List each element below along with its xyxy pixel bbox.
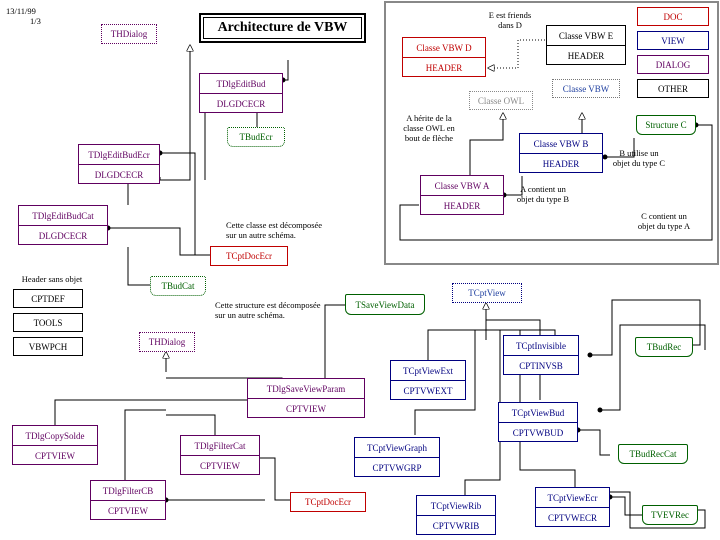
tdlgcopysolde-name: TDlgCopySolde	[13, 426, 97, 446]
legend-class-vbw-e-top: Classe VBW E	[547, 26, 625, 46]
tdlgcopysolde-box: TDlgCopySolde CPTVIEW	[12, 425, 98, 465]
tdlgeditbud-name: TDlgEditBud	[200, 74, 282, 94]
thdialog-top: THDialog	[101, 24, 157, 44]
tcptviewgraph-header: CPTVWGRP	[372, 462, 422, 473]
page-number: 1/3	[30, 16, 41, 26]
tcptviewext-header: CPTVWEXT	[403, 385, 453, 396]
tdlgfiltercat-name: TDlgFilterCat	[181, 436, 259, 456]
tcptviewext-box: TCptViewExt CPTVWEXT	[390, 360, 466, 400]
tdlgsaveviewparam-box: TDlgSaveViewParam CPTVIEW	[247, 378, 365, 418]
headers-title: Header sans objet	[21, 274, 83, 284]
legend-class-vbw-a: Classe VBW A HEADER	[420, 175, 504, 215]
legend-classe-vbw: Classe VBW	[552, 79, 620, 98]
tcptviewbud-header: CPTVWBUD	[512, 427, 564, 438]
tcptviewbud-name: TCptViewBud	[499, 403, 577, 423]
note-owl-l3: bout de flèche	[404, 133, 454, 143]
note-c-contains-l2: objet du type A	[637, 221, 691, 231]
tcptviewecr-name: TCptViewEcr	[536, 488, 609, 508]
tdlgcopysolde-header: CPTVIEW	[35, 450, 75, 461]
tdlgeditbud-box: TDlgEditBud DLGDCECR	[199, 73, 283, 113]
tcptdocecr-top: TCptDocEcr	[210, 246, 288, 266]
header-item-cptdef: CPTDEF	[13, 289, 83, 308]
tdlgsaveviewparam-header: CPTVIEW	[286, 403, 326, 414]
thdialog-bottom: THDialog	[139, 332, 195, 352]
legend-class-vbw-b-top: Classe VBW B	[520, 134, 602, 154]
tdlgfiltercb-header: CPTVIEW	[108, 505, 148, 516]
date-label: 13/11/99	[6, 6, 36, 16]
note-decomposed-class-l2: sur un autre schéma.	[226, 230, 296, 240]
tcptinvisible-box: TCptInvisible CPTINVSB	[503, 335, 579, 375]
header-item-tools: TOOLS	[13, 313, 83, 332]
tcptviewgraph-name: TCptViewGraph	[355, 438, 439, 458]
legend-class-vbw-b-bottom: HEADER	[542, 158, 580, 169]
note-owl-l1: A hérite de la	[406, 113, 452, 123]
note-a-contains-l1: A contient un	[520, 184, 566, 194]
tdlgeditbudcat-name: TDlgEditBudCat	[19, 206, 107, 226]
note-c-contains-l1: C contient un	[641, 211, 687, 221]
note-b-uses-l1: B utilise un	[619, 148, 659, 158]
header-item-vbwpch: VBWPCH	[13, 337, 83, 356]
tdlgeditbud-header: DLGDCECR	[216, 98, 266, 109]
note-a-contains-l2: objet du type B	[516, 194, 570, 204]
legend-doc: DOC	[637, 7, 709, 26]
tcptinvisible-name: TCptInvisible	[504, 336, 578, 356]
legend-class-vbw-d: Classe VBW D HEADER	[402, 37, 486, 77]
tbudcat-struct: TBudCat	[150, 276, 206, 296]
legend-other: OTHER	[637, 79, 709, 98]
legend-class-vbw-a-top: Classe VBW A	[421, 176, 503, 196]
tsaveviewdata-struct: TSaveViewData	[345, 294, 425, 315]
tdlgeditbudecr-header: DLGDCECR	[94, 169, 144, 180]
tdlgfiltercat-header: CPTVIEW	[200, 460, 240, 471]
tbudrec-struct: TBudRec	[635, 337, 693, 357]
note-friends-l2: dans D	[498, 20, 522, 30]
legend-structure-c: Structure C	[636, 115, 696, 135]
note-owl-l2: classe OWL en	[403, 123, 455, 133]
tcptinvisible-header: CPTINVSB	[519, 360, 563, 371]
tcptview-base: TCptView	[452, 283, 522, 303]
legend-classe-owl: Classe OWL	[469, 91, 533, 110]
legend-class-vbw-e-bottom: HEADER	[567, 50, 605, 61]
tdlgeditbudcat-header: DLGDCECR	[38, 230, 88, 241]
legend-class-vbw-b: Classe VBW B HEADER	[519, 133, 603, 173]
tdlgfiltercb-name: TDlgFilterCB	[91, 481, 165, 501]
tcptdocecr-bottom: TCptDocEcr	[290, 492, 366, 512]
tbudecr-struct: TBudEcr	[227, 127, 285, 147]
note-decomposed-structure-l1: Cette structure est décomposée	[215, 300, 321, 310]
tcptviewrib-name: TCptViewRib	[417, 496, 495, 516]
tcptviewecr-box: TCptViewEcr CPTVWECR	[535, 487, 610, 527]
note-decomposed-class-l1: Cette classe est décomposée	[226, 220, 323, 230]
tcptviewrib-box: TCptViewRib CPTVWRIB	[416, 495, 496, 535]
tdlgeditbudecr-name: TDlgEditBudEcr	[79, 145, 159, 165]
tdlgfiltercat-box: TDlgFilterCat CPTVIEW	[180, 435, 260, 475]
tbudreccat-struct: TBudRecCat	[618, 444, 688, 464]
legend-class-vbw-a-bottom: HEADER	[443, 200, 481, 211]
tvevrec-struct: TVEVRec	[642, 505, 698, 525]
tcptviewgraph-box: TCptViewGraph CPTVWGRP	[354, 437, 440, 477]
legend-view: VIEW	[637, 31, 709, 50]
legend-class-vbw-d-top: Classe VBW D	[403, 38, 485, 58]
tcptviewrib-header: CPTVWRIB	[432, 520, 480, 531]
tdlgeditbudcat-box: TDlgEditBudCat DLGDCECR	[18, 205, 108, 245]
page-title: Architecture de VBW	[199, 13, 366, 43]
tcptviewext-name: TCptViewExt	[391, 361, 465, 381]
note-b-uses-l2: objet du type C	[612, 158, 666, 168]
tdlgeditbudecr-box: TDlgEditBudEcr DLGDCECR	[78, 144, 160, 184]
tcptviewecr-header: CPTVWECR	[547, 512, 597, 523]
tdlgfiltercb-box: TDlgFilterCB CPTVIEW	[90, 480, 166, 520]
legend-class-vbw-e: Classe VBW E HEADER	[546, 25, 626, 65]
note-decomposed-structure-l2: sur un autre schéma.	[215, 310, 285, 320]
tdlgsaveviewparam-name: TDlgSaveViewParam	[248, 379, 364, 399]
note-friends-l1: E est friends	[488, 10, 532, 20]
legend-dialog: DIALOG	[637, 55, 709, 74]
legend-class-vbw-d-bottom: HEADER	[425, 62, 463, 73]
tcptviewbud-box: TCptViewBud CPTVWBUD	[498, 402, 578, 442]
